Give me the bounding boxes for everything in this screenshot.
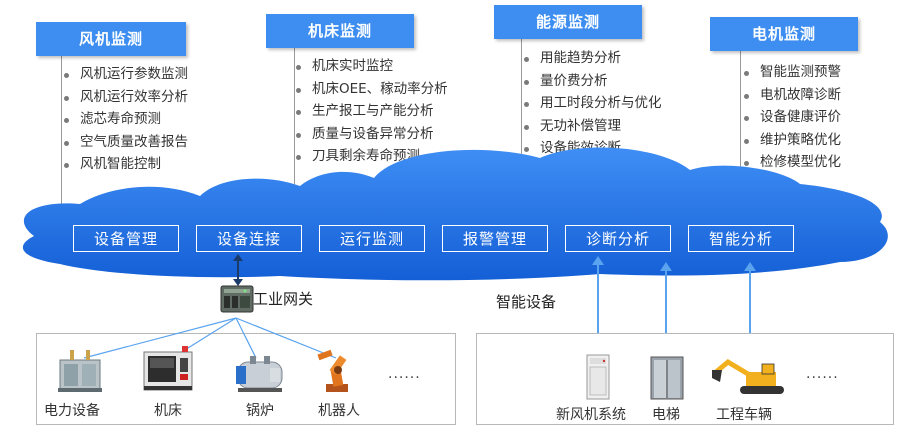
connector-line xyxy=(740,47,741,197)
module-item: 无功补偿管理 xyxy=(524,115,662,138)
device-label: 电力设备 xyxy=(44,403,100,419)
module-item: 智能监测预警 xyxy=(744,61,841,84)
module-item: 刀具剩余寿命预测 xyxy=(296,145,448,168)
gateway-device-icon xyxy=(220,285,254,313)
module-item: 生产报工与产能分析 xyxy=(296,100,448,123)
module-item: 量价费分析 xyxy=(524,70,662,93)
device-label: 工程车辆 xyxy=(716,407,772,423)
function-device-management[interactable]: 设备管理 xyxy=(73,225,179,252)
module-item: 风机运行参数监测 xyxy=(64,63,188,86)
connector-line xyxy=(521,38,522,168)
machine-tool-icon xyxy=(143,346,193,391)
more-ellipsis: ...... xyxy=(388,366,421,382)
module-title: 机床监测 xyxy=(266,14,414,48)
module-item: 检修模型优化 xyxy=(744,151,841,174)
gateway-label: 工业网关 xyxy=(253,290,314,308)
module-item: 电机故障诊断 xyxy=(744,84,841,107)
function-diagnostic-analysis[interactable]: 诊断分析 xyxy=(565,225,671,252)
connector-line xyxy=(294,44,295,184)
module-item: 机床实时监控 xyxy=(296,55,448,78)
module-item: 用能趋势分析 xyxy=(524,47,662,70)
module-item: 风机智能控制 xyxy=(64,153,188,176)
module-item-list: 风机运行参数监测 风机运行效率分析 滤芯寿命预测 空气质量改善报告 风机智能控制 xyxy=(64,63,188,176)
smart-devices-panel xyxy=(476,333,894,425)
module-item: 滤芯寿命预测 xyxy=(64,108,188,131)
robot-arm-icon xyxy=(317,349,348,392)
elevator-icon xyxy=(650,356,684,400)
function-alarm-management[interactable]: 报警管理 xyxy=(442,225,548,252)
function-device-connection[interactable]: 设备连接 xyxy=(196,225,302,252)
module-item-list: 机床实时监控 机床OEE、稼动率分析 生产报工与产能分析 质量与设备异常分析 刀… xyxy=(296,55,448,168)
module-item: 用工时段分析与优化 xyxy=(524,92,662,115)
cloud-platform-icon xyxy=(22,147,888,281)
module-item: 空气质量改善报告 xyxy=(64,131,188,154)
function-operation-monitoring[interactable]: 运行监测 xyxy=(319,225,425,252)
device-label: 机器人 xyxy=(318,403,360,419)
smart-devices-label: 智能设备 xyxy=(496,293,557,311)
function-smart-analysis[interactable]: 智能分析 xyxy=(688,225,794,252)
power-equipment-icon xyxy=(58,350,102,392)
more-ellipsis: ...... xyxy=(806,366,839,382)
module-title: 电机监测 xyxy=(710,17,858,51)
boiler-icon xyxy=(236,356,283,392)
connector-line xyxy=(61,52,62,212)
device-label: 新风机系统 xyxy=(556,407,626,423)
module-item: 设备健康评价 xyxy=(744,106,841,129)
fresh-air-system-icon xyxy=(586,354,610,400)
excavator-icon xyxy=(712,358,784,394)
module-item: 机床OEE、稼动率分析 xyxy=(296,78,448,101)
device-label: 锅炉 xyxy=(246,403,274,419)
module-item: 质量与设备异常分析 xyxy=(296,123,448,146)
module-title: 风机监测 xyxy=(36,22,186,56)
module-item: 风机运行效率分析 xyxy=(64,86,188,109)
gateway-arrow-icon xyxy=(233,254,243,286)
device-label: 机床 xyxy=(154,403,182,419)
device-label: 电梯 xyxy=(652,407,680,423)
module-title: 能源监测 xyxy=(494,5,642,39)
module-item: 维护策略优化 xyxy=(744,129,841,152)
module-item-list: 智能监测预警 电机故障诊断 设备健康评价 维护策略优化 检修模型优化 xyxy=(744,61,841,174)
